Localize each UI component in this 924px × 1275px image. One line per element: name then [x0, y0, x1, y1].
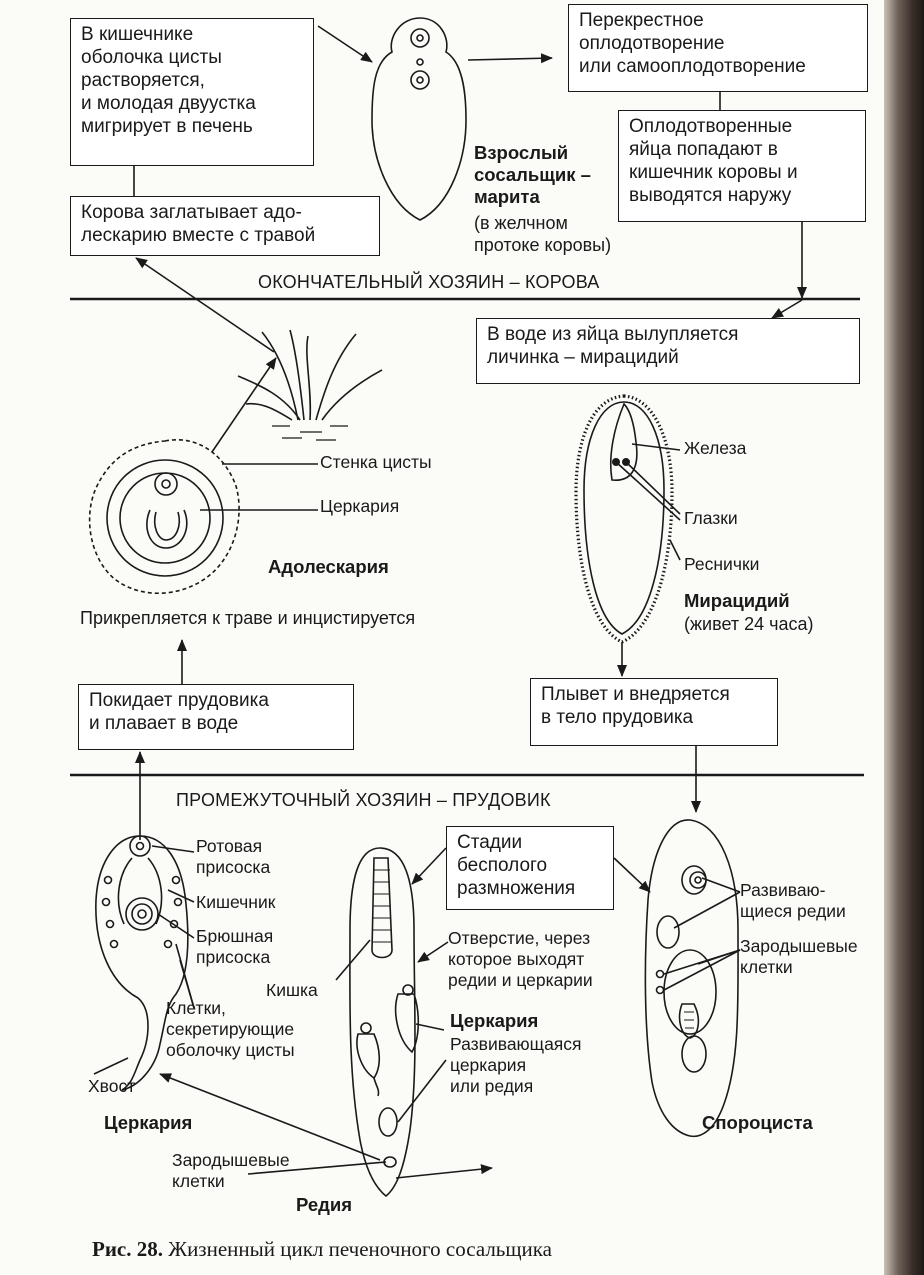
cercaria-title: Церкария	[104, 1112, 193, 1133]
marita-figure	[371, 17, 467, 221]
sporocyst-figure	[644, 819, 739, 1138]
intermediate-host-label: ПРОМЕЖУТОЧНЫЙ ХОЗЯИН – ПРУДОВИК	[176, 790, 551, 810]
marita-note: (в желчном протоке коровы)	[474, 213, 612, 255]
leader-redia-cercaria	[415, 1023, 445, 1031]
leader-spor-germ-3	[697, 949, 741, 965]
intestine-box: В кишечнике оболочка цисты растворяется,…	[70, 18, 314, 166]
redia-germ-cells-label: Зародышевые клетки	[172, 1150, 290, 1191]
adolescaria-figure	[88, 439, 240, 595]
caption-text: Жизненный цикл печеночного сосальщика	[168, 1237, 552, 1261]
leader-gland	[631, 443, 681, 451]
opening-label: Отверстие, через которое выходят редии и…	[448, 928, 593, 990]
final-host-label: ОКОНЧАТЕЛЬНЫЙ ХОЗЯИН – КОРОВА	[258, 272, 600, 292]
arrow-intestine-to-marita	[317, 25, 373, 63]
tail-label: Хвост	[88, 1076, 136, 1096]
leader-eyes-1	[615, 461, 681, 521]
arrow-asexual-to-redia	[411, 847, 447, 885]
redia-figure	[349, 847, 420, 1198]
leader-spor-rediae-2	[673, 891, 741, 929]
caption-label: Рис. 28.	[92, 1237, 163, 1261]
miracidium-lifetime: (живет 24 часа)	[684, 614, 814, 634]
eggs-box: Оплодотворенные яйца попадают в кишечник…	[618, 110, 866, 222]
cilia-label: Реснички	[684, 554, 760, 574]
leader-redia-to-sporocyst	[395, 1164, 493, 1179]
leaves-snail-box: Покидает прудовика и плавает в воде	[78, 684, 354, 750]
adolescaria-title: Адолескария	[268, 556, 389, 577]
developing-label: Развивающаяся церкария или редия	[450, 1034, 582, 1096]
sporocyst-title: Спороциста	[702, 1112, 813, 1133]
leader-cilia	[669, 539, 681, 561]
cercaria-figure	[95, 835, 189, 1091]
cyst-cells-label: Клетки, секретирующие оболочку цисты	[166, 998, 295, 1060]
leader-redia-germ	[247, 1161, 387, 1175]
ventral-sucker-label: Брюшная присоска	[196, 926, 274, 967]
arrow-opening	[417, 941, 449, 963]
cow-swallows-box: Корова заглатывает адо- лескарию вместе …	[70, 196, 380, 256]
gland-label: Железа	[684, 438, 747, 458]
adolescaria-cercaria-label: Церкария	[320, 496, 400, 516]
leader-developing	[397, 1059, 447, 1123]
sporocyst-germ-cells-label: Зародышевые клетки	[740, 936, 858, 977]
leader-cerc-intestine	[167, 889, 195, 903]
fertilization-box: Перекрестное оплодотворение или самоопло…	[568, 4, 868, 92]
miracidium-figure	[574, 394, 674, 644]
arrow-redia-to-tail	[159, 1073, 381, 1161]
eyes-label: Глазки	[684, 508, 738, 528]
redia-cercaria-title: Церкария	[450, 1010, 539, 1031]
oral-sucker-label: Ротовая присоска	[196, 836, 271, 877]
leader-oral-sucker	[151, 845, 195, 853]
page-binding-edge	[884, 0, 924, 1275]
arrow-grass-to-cow	[135, 257, 275, 353]
attaches-label: Прикрепляется к траве и инцистируется	[80, 608, 416, 628]
arrow-cyst-to-grass	[211, 357, 277, 453]
arrow-final-line-to-hatch	[771, 299, 803, 319]
swims-box: Плывет и внедряется в тело прудовика	[530, 678, 778, 746]
cyst-wall-label: Стенка цисты	[320, 452, 432, 472]
figure-caption: Рис. 28. Жизненный цикл печеночного соса…	[92, 1237, 552, 1262]
leader-cells-2	[179, 959, 195, 1009]
cercaria-intestine-label: Кишечник	[196, 892, 276, 912]
leader-tail	[93, 1057, 129, 1075]
diagram-artwork	[70, 17, 864, 1198]
redia-title: Редия	[296, 1194, 353, 1215]
hatch-box: В воде из яйца вылупляется личинка – мир…	[476, 318, 860, 384]
marita-title: Взрослый сосальщик – марита	[474, 142, 591, 207]
asexual-stages-box: Стадии бесполого размножения	[446, 826, 614, 910]
gut-label: Кишка	[266, 980, 318, 1000]
developing-rediae-label: Развиваю- щиеся редии	[740, 880, 846, 921]
leader-gut	[335, 939, 371, 981]
leader-spor-rediae-1	[701, 877, 741, 893]
leader-eyes-2	[625, 461, 681, 515]
miracidium-title: Мирацидий	[684, 590, 790, 611]
grass-figure	[237, 329, 383, 441]
arrow-marita-to-fertilization	[467, 53, 553, 64]
leader-ventral-sucker	[157, 913, 195, 939]
arrow-asexual-to-sporocyst	[613, 857, 651, 893]
leader-spor-germ-2	[663, 949, 741, 991]
